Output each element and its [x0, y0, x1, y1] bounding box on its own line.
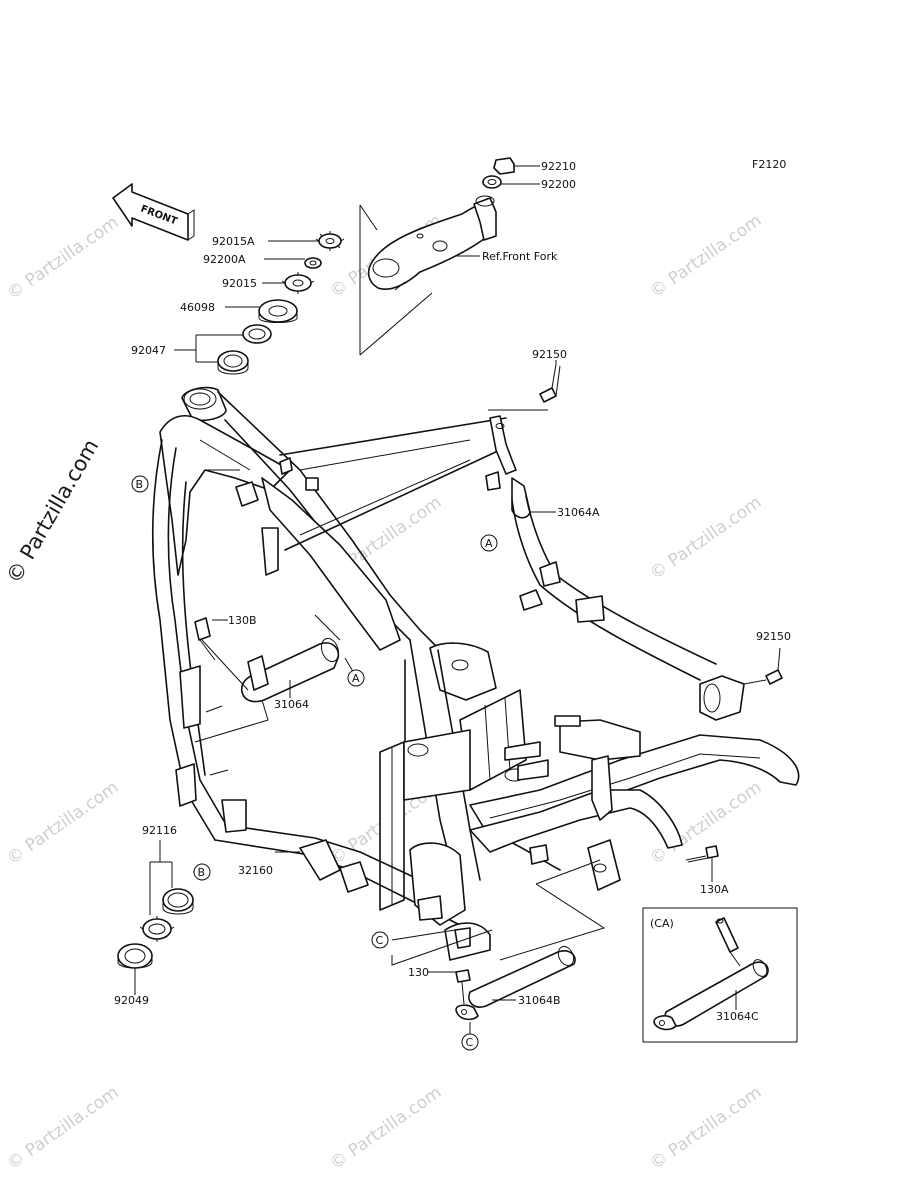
inset-label: (CA) [650, 917, 674, 930]
label-92049: 92049 [114, 994, 149, 1007]
watermark: © Partzilla.com [3, 777, 122, 869]
label-92015A: 92015A [212, 235, 255, 248]
label-130: 130 [408, 966, 429, 979]
callout-c-left-label: C [376, 934, 384, 947]
label-92200A: 92200A [203, 253, 246, 266]
front-arrow-icon: FRONT [112, 183, 195, 241]
callout-b-top-label: B [136, 478, 144, 491]
watermark: © Partzilla.com [326, 1082, 445, 1174]
inset-box-ca: (CA) [642, 907, 798, 1043]
label-92150-top: 92150 [532, 348, 567, 361]
watermark-main: © Partzilla.com [2, 435, 104, 587]
bolt-130a [685, 845, 719, 863]
label-92210: 92210 [541, 160, 576, 173]
steering-hardware-stack [217, 231, 345, 375]
callout-markers: B A A B C C [131, 475, 498, 1051]
callout-a-right-label: A [485, 537, 493, 550]
label-31064: 31064 [274, 698, 309, 711]
watermark: © Partzilla.com [3, 1082, 122, 1174]
callout-b-bottom [193, 863, 211, 881]
callout-b-top [131, 475, 149, 493]
label-130B: 130B [228, 614, 257, 627]
callout-a-right [480, 534, 498, 552]
bearing-parts [117, 888, 194, 969]
label-92116: 92116 [142, 824, 177, 837]
label-31064C: 31064C [716, 1010, 759, 1023]
frame-tube-31064b [455, 945, 576, 1021]
watermark: © Partzilla.com [646, 492, 765, 584]
callout-c-left [371, 931, 389, 949]
callout-c-bottom [461, 1033, 479, 1051]
label-31064B: 31064B [518, 994, 561, 1007]
label-130A: 130A [700, 883, 729, 896]
callout-a-left [347, 669, 365, 687]
bolt-92150-top [539, 363, 561, 403]
frame-tube-31064 [194, 617, 340, 703]
stem-nut [482, 157, 515, 189]
watermark: © Partzilla.com [646, 1082, 765, 1174]
watermark: © Partzilla.com [3, 212, 122, 304]
frame-tube-31064a [485, 415, 745, 721]
watermark: © Partzilla.com [646, 210, 765, 302]
callout-c-bottom-label: C [466, 1036, 474, 1049]
label-92047: 92047 [131, 344, 166, 357]
label-92200: 92200 [541, 178, 576, 191]
label-46098: 46098 [180, 301, 215, 314]
label-31064A: 31064A [557, 506, 600, 519]
callout-b-bottom-label: B [198, 866, 206, 879]
callout-a-left-label: A [352, 672, 360, 685]
reference-note: Ref.Front Fork [482, 250, 558, 263]
steering-stem-bracket [359, 195, 497, 356]
bolt-92150-right [765, 647, 783, 685]
main-frame [151, 386, 800, 961]
label-32160: 32160 [238, 864, 273, 877]
label-92015: 92015 [222, 277, 257, 290]
diagram-code: F2120 [752, 158, 786, 171]
label-92150-right: 92150 [756, 630, 791, 643]
